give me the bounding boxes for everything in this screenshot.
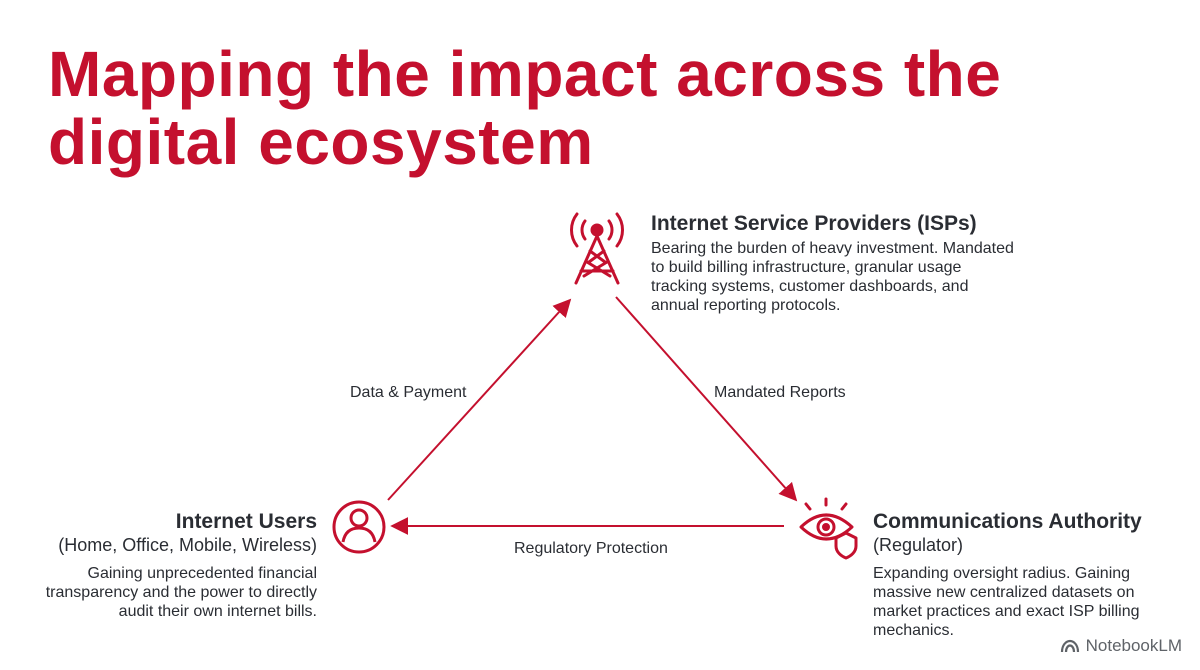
edge-label-authority-to-users: Regulatory Protection (514, 540, 668, 557)
notebooklm-logo-icon (1060, 639, 1079, 653)
authority-title: Communications Authority (873, 510, 1142, 533)
cell-tower-icon (570, 212, 624, 285)
isp-title: Internet Service Providers (ISPs) (651, 212, 977, 235)
edge-users-to-isp (387, 298, 572, 501)
users-subtitle: (Home, Office, Mobile, Wireless) (58, 535, 317, 555)
edge-label-users-to-isp: Data & Payment (350, 384, 467, 401)
brand-watermark: NotebookLM (1060, 636, 1182, 656)
edge-label-isp-to-authority: Mandated Reports (714, 384, 846, 401)
edge-isp-to-authority (615, 296, 798, 502)
page-title: Mapping the impact across the digital ec… (48, 38, 1002, 178)
users-description: Gaining unprecedented financial transpar… (45, 565, 317, 620)
authority-description: Expanding oversight radius. Gaining mass… (873, 565, 1140, 639)
eye-shield-icon (799, 497, 858, 560)
brand-label: NotebookLM (1085, 636, 1182, 655)
isp-description: Bearing the burden of heavy investment. … (651, 240, 1014, 314)
authority-subtitle: (Regulator) (873, 535, 964, 555)
users-title: Internet Users (175, 510, 317, 533)
user-icon (332, 500, 386, 554)
